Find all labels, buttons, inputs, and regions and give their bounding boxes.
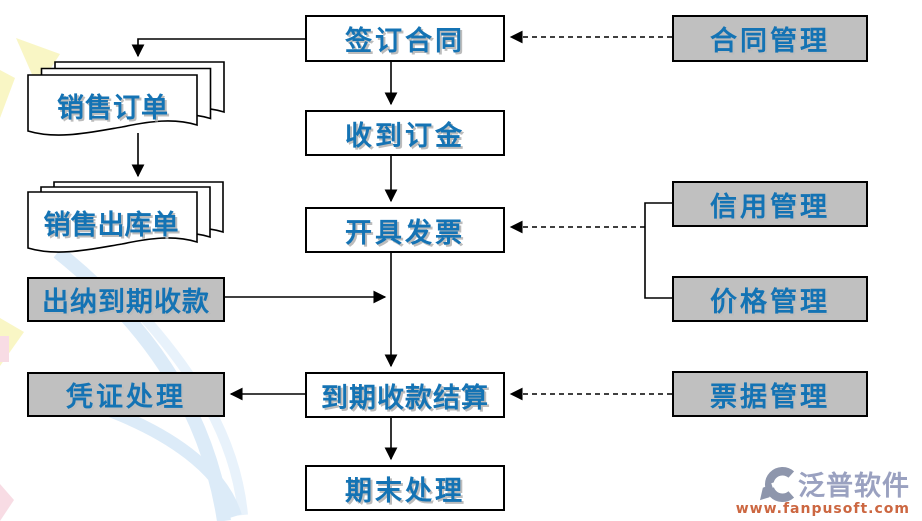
node-bill-management: 票据管理 [672, 371, 868, 417]
doc-label-sales-outbound: 销售出库单 [43, 210, 179, 241]
node-voucher-processing: 凭证处理 [27, 372, 225, 417]
node-period-end: 期末处理 [305, 465, 505, 511]
node-issue-invoice: 开具发票 [305, 207, 505, 253]
logo-url-text: www.fanpusoft.com [735, 501, 910, 517]
node-credit-management: 信用管理 [672, 181, 868, 227]
node-price-management: 价格管理 [672, 276, 868, 322]
node-due-settlement: 到期收款结算 [305, 372, 505, 418]
sales-outbound-multidoc-shape [27, 181, 224, 253]
fanpu-watermark: 泛普软件 www.fanpusoft.com [736, 464, 910, 517]
node-cashier-due-collection: 出纳到期收款 [27, 277, 225, 322]
node-contract-management: 合同管理 [672, 15, 868, 62]
fanpu-logo-icon [760, 466, 795, 502]
logo-brand-text: 泛普软件 [798, 471, 910, 502]
node-sign-contract: 签订合同 [305, 15, 505, 62]
node-receive-deposit: 收到订金 [305, 110, 505, 156]
edge-sign-contract-to-sales-order [131, 38, 305, 58]
doc-label-sales-order: 销售订单 [57, 93, 169, 124]
sales-order-multidoc-shape [27, 61, 225, 136]
credit-price-bracket-line [644, 202, 672, 299]
